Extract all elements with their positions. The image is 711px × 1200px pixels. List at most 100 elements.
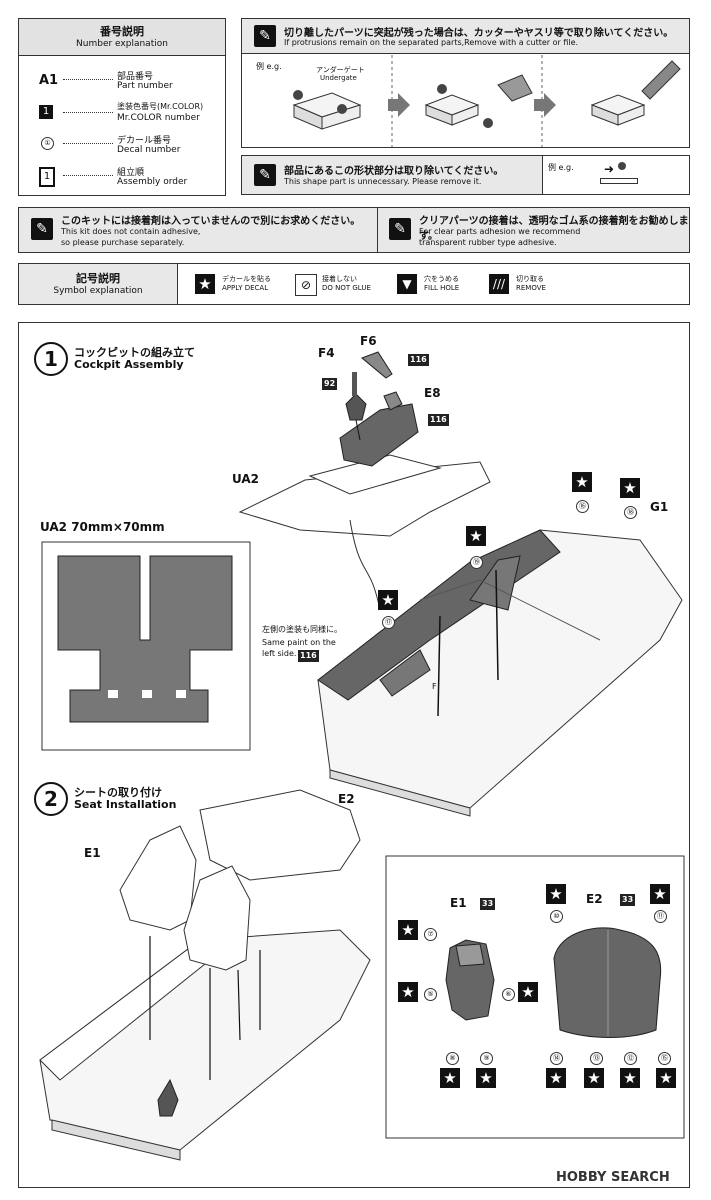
star-icon: ★	[518, 982, 538, 1002]
protrusion-note-en: If protrusions remain on the separated p…	[284, 38, 579, 47]
decal-18: ⑱	[624, 506, 637, 519]
protrusion-note-jp: 切り離したパーツに突起が残った場合は、カッターやヤスリ等で取り除いてください。	[284, 28, 674, 39]
assembly-order-key: 1	[39, 167, 55, 187]
warning-icon: ✎	[254, 25, 276, 47]
decal-15: ⑮	[658, 1052, 671, 1065]
star-icon: ★	[546, 884, 566, 904]
part-ua2-label: UA2	[232, 472, 260, 486]
decal-9: ⑨	[480, 1052, 493, 1065]
undergate-en: Undergate	[320, 74, 357, 82]
step-1-title-en: Cockpit Assembly	[74, 358, 184, 371]
step-1-number: 1	[34, 342, 68, 376]
fill-hole-jp: 穴をうめる	[424, 275, 459, 283]
part-number-en: Part number	[117, 81, 173, 91]
dotted-leader	[63, 79, 113, 80]
decal-6: ⑥	[502, 988, 515, 1001]
color-116-badge: 116	[298, 650, 319, 662]
step-2-title-en: Seat Installation	[74, 798, 177, 811]
shape-note-en: This shape part is unnecessary. Please r…	[284, 177, 482, 186]
part-g1-label: G1	[650, 500, 669, 514]
decal-number-jp: デカール番号	[117, 136, 172, 146]
part-bar-icon	[600, 178, 638, 184]
no-glue-icon: ⊘	[295, 274, 317, 296]
divider	[377, 208, 378, 252]
part-e2-label: E2	[338, 792, 355, 806]
step-2-title-jp: シートの取り付け	[74, 786, 162, 799]
watermark: HOBBY SEARCH	[556, 1170, 670, 1185]
decal-7: ⑦	[424, 928, 437, 941]
color-33-badge: 33	[480, 898, 496, 910]
part-f6-label: F6	[360, 334, 377, 348]
star-icon: ★	[398, 920, 418, 940]
symbol-explanation-title-en: Symbol explanation	[53, 286, 143, 296]
color-number-key: 1	[39, 105, 53, 119]
protrusion-note-box: ✎ 切り離したパーツに突起が残った場合は、カッターやヤスリ等で取り除いてください…	[241, 18, 690, 148]
assembly-order-jp: 組立順	[117, 168, 145, 178]
decal-5: ⑤	[424, 988, 437, 1001]
do-not-glue-jp: 接着しない	[322, 275, 357, 283]
decal-14: ⑭	[550, 1052, 563, 1065]
part-number-key: A1	[39, 73, 59, 88]
adhesive-note-en-1: This kit does not contain adhesive,	[61, 227, 201, 236]
eg-label: 例 e.g.	[548, 163, 574, 172]
symbol-explanation-box: 記号説明 Symbol explanation ★ デカールを貼る APPLY …	[18, 263, 690, 305]
decal-11: ⑪	[654, 910, 667, 923]
star-icon: ★	[620, 478, 640, 498]
star-icon: ★	[546, 1068, 566, 1088]
left-side-note-en-1: Same paint on the	[262, 638, 336, 647]
star-icon: ★	[476, 1068, 496, 1088]
star-icon: ★	[584, 1068, 604, 1088]
symbol-explanation-title-jp: 記号説明	[76, 272, 120, 285]
part-e1-detail-label: E1	[450, 896, 467, 910]
warning-icon: ✎	[389, 218, 411, 240]
knob-icon	[618, 162, 626, 170]
number-explanation-box: 番号説明 Number explanation A1 1 ① 1 部品番号 Pa…	[18, 18, 226, 196]
decal-12: ⑫	[624, 1052, 637, 1065]
fill-hole-icon: ▼	[397, 274, 417, 294]
dotted-leader	[63, 112, 113, 113]
star-icon: ★	[466, 526, 486, 546]
star-icon: ★	[195, 274, 215, 294]
remove-icon: ///	[489, 274, 509, 294]
color-33-badge: 33	[620, 894, 636, 906]
star-icon: ★	[440, 1068, 460, 1088]
part-f4-label: F4	[318, 346, 335, 360]
ua2-template-title: UA2 70mm×70mm	[40, 520, 165, 534]
star-icon: ★	[378, 590, 398, 610]
protrusion-note-header	[242, 19, 689, 54]
number-explanation-title-en: Number explanation	[76, 39, 168, 49]
apply-decal-en: APPLY DECAL	[222, 284, 269, 292]
clear-parts-note-jp: クリアパーツの接着は、透明なゴム系の接着剤をお勧めします。	[419, 216, 689, 242]
part-e1-label: E1	[84, 846, 101, 860]
color-number-jp: 塗装色番号(Mr.COLOR)	[117, 102, 204, 111]
shape-note-jp: 部品にあるこの形状部分は取り除いてください。	[284, 166, 504, 177]
clear-parts-note-en-1: For clear parts adhesion we recommend	[419, 227, 581, 236]
decal-8: ⑧	[446, 1052, 459, 1065]
apply-decal-jp: デカールを貼る	[222, 275, 271, 283]
step-2-number: 2	[34, 782, 68, 816]
decal-16: ⑯	[576, 500, 589, 513]
decal-number-key: ①	[41, 137, 54, 150]
star-icon: ★	[398, 982, 418, 1002]
adhesive-note-jp: このキットには接着剤は入っていませんので別にお求めください。	[61, 216, 361, 227]
shape-note-box: ✎ 部品にあるこの形状部分は取り除いてください。 This shape part…	[241, 155, 690, 195]
remove-en: REMOVE	[516, 284, 546, 292]
star-icon: ★	[572, 472, 592, 492]
decal-19: ⑲	[470, 556, 483, 569]
color-116-badge: 116	[408, 354, 429, 366]
protrusion-illustration	[292, 55, 681, 147]
decal-13: ⑬	[590, 1052, 603, 1065]
number-explanation-header: 番号説明 Number explanation	[19, 19, 225, 56]
color-92-badge: 92	[322, 378, 338, 390]
clear-parts-note-en-2: transparent rubber type adhesive.	[419, 238, 557, 247]
fill-hole-en: FILL HOLE	[424, 284, 460, 292]
left-side-note-en-2: left side.	[262, 649, 297, 658]
floor-part-label: F	[432, 682, 437, 691]
star-icon: ★	[620, 1068, 640, 1088]
decal-10: ⑩	[550, 910, 563, 923]
part-e8-label: E8	[424, 386, 441, 400]
arrow-icon: ➜	[604, 162, 615, 176]
color-116-badge: 116	[428, 414, 449, 426]
dotted-leader	[63, 175, 113, 176]
